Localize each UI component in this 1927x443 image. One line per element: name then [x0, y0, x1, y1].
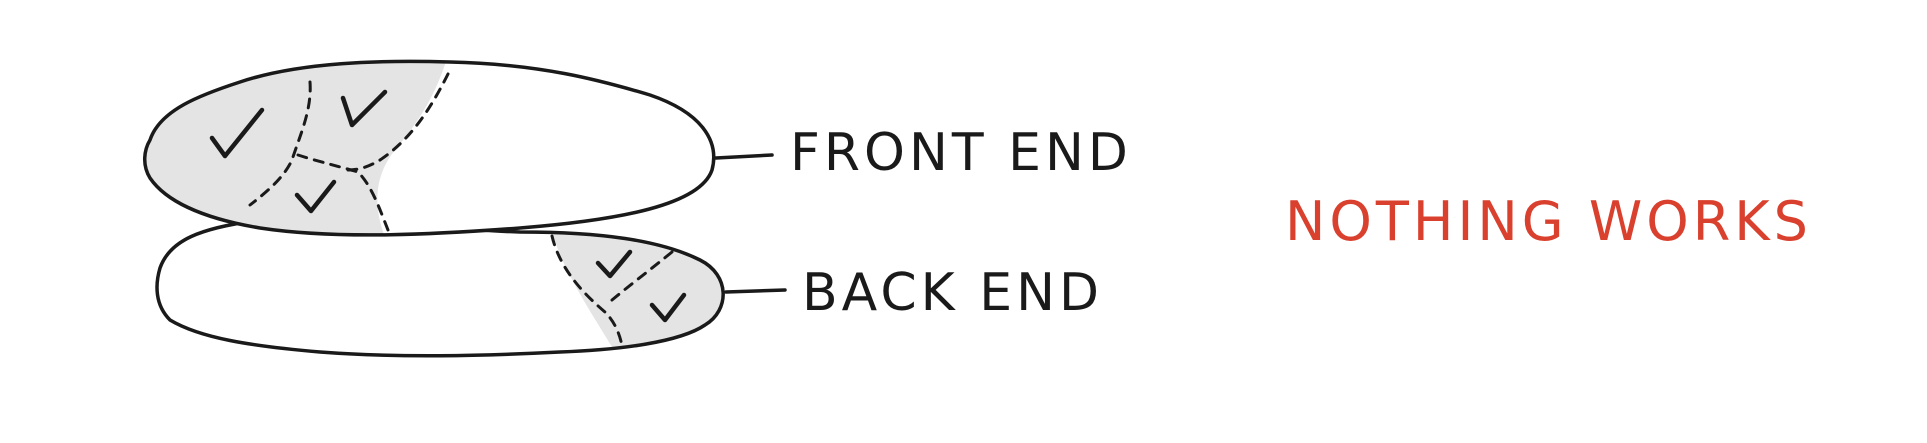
front-end-connector-line — [714, 153, 774, 160]
back-end-dashed-divider-2 — [610, 250, 674, 302]
front-end-dashed-divider-2 — [346, 72, 450, 172]
back-end-label: BACK END — [802, 263, 1103, 323]
status-label: NOTHING WORKS — [1285, 190, 1812, 253]
front-end-dashed-divider-1 — [248, 80, 312, 207]
check-icon — [209, 107, 265, 159]
check-icon — [595, 249, 633, 279]
back-end-dashed-divider-1 — [550, 234, 624, 348]
check-icon — [294, 179, 337, 214]
check-icon — [649, 292, 687, 323]
front-end-outline — [143, 59, 716, 237]
back-end-connector-line — [724, 288, 787, 294]
check-icon — [340, 89, 388, 128]
front-end-label: FRONT END — [790, 123, 1132, 183]
front-end-layer — [143, 59, 774, 237]
back-end-shaded-region — [550, 217, 724, 356]
front-end-dashed-divider-3 — [296, 153, 390, 232]
